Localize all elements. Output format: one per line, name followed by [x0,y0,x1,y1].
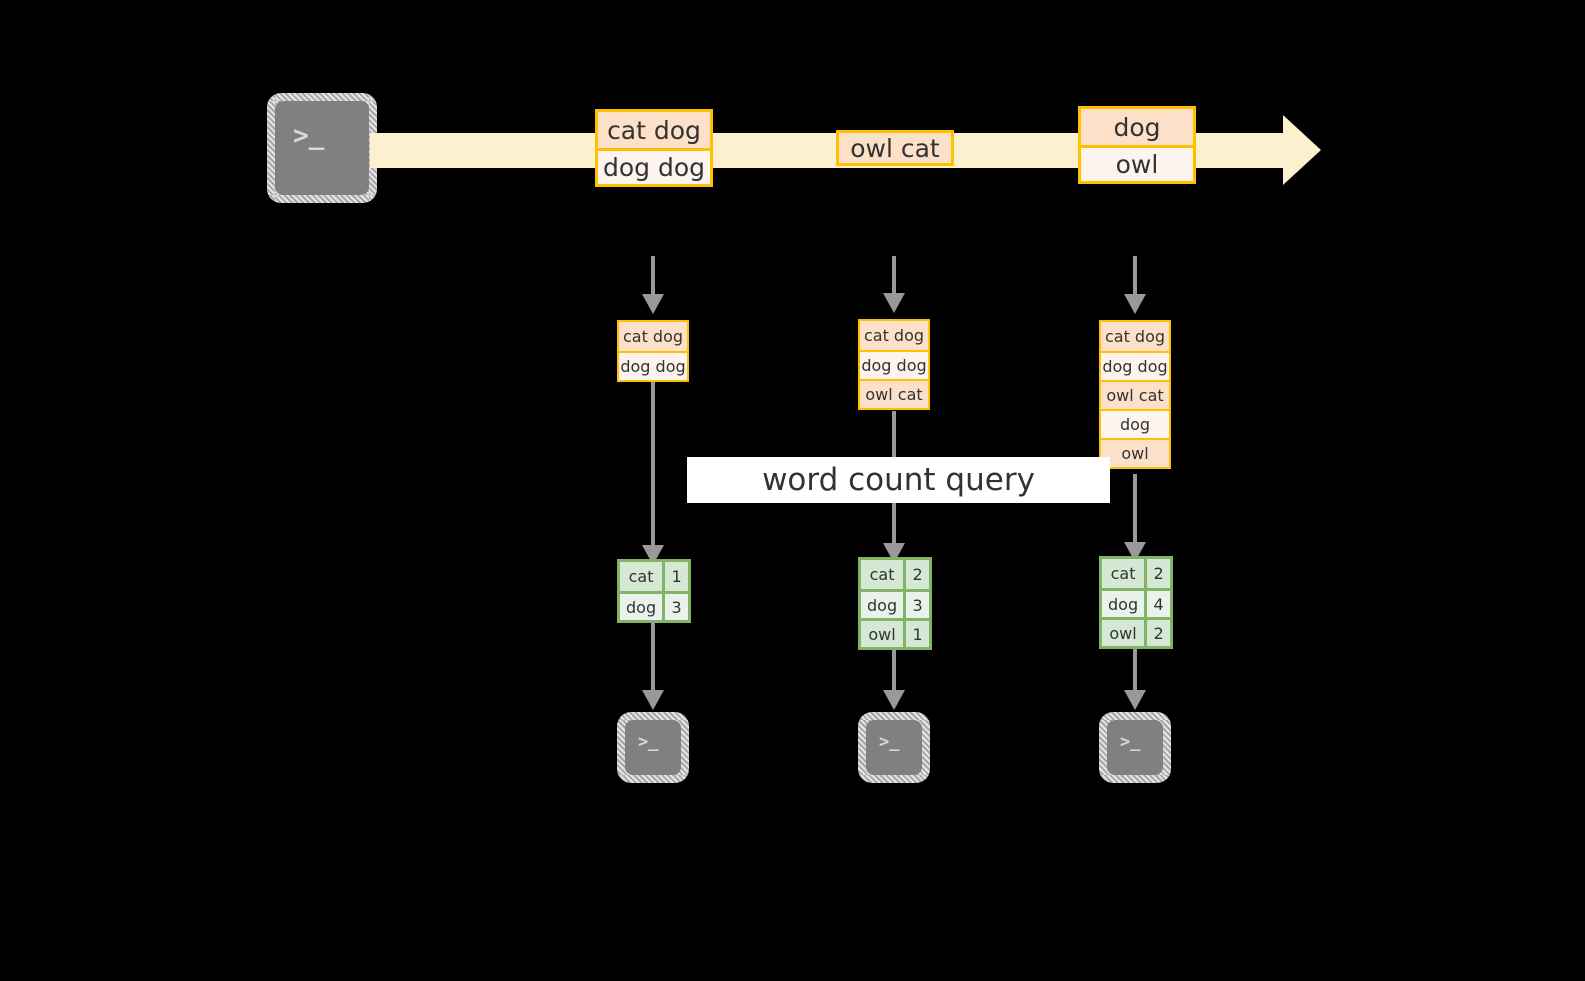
accumulated-row: dog dog [619,351,687,380]
result-count: 1 [903,621,929,647]
sink-terminal-icon-3[interactable]: >_ [1099,712,1171,783]
snapshot-tap-line-2 [892,256,896,296]
snapshot-tap-arrowhead-2 [883,293,905,313]
result-table-2[interactable]: cat 2 dog 3 owl 1 [858,557,932,650]
terminal-screen [866,720,922,775]
snapshot-tap-line-1 [651,256,655,296]
accumulated-row: owl [1101,438,1169,467]
result-count: 1 [662,562,688,591]
terminal-prompt-label: >_ [293,121,325,151]
sink-flow-arrowhead-3 [1124,690,1146,710]
terminal-screen [275,101,369,195]
result-row: owl 2 [1102,617,1170,646]
stream-message-line: dog dog [598,148,710,184]
message-stream-arrow-head [1283,115,1321,185]
terminal-prompt-label: >_ [879,732,900,752]
result-count: 2 [1144,620,1170,646]
terminal-screen [625,720,681,775]
result-word: cat [620,562,663,591]
accumulated-row: cat dog [619,322,687,351]
sink-flow-arrowhead-1 [642,690,664,710]
accumulated-table-2[interactable]: cat dog dog dog owl cat [858,319,930,410]
stream-message-line: owl [1081,145,1193,181]
accumulated-row: dog [1101,409,1169,438]
result-word: owl [861,621,904,647]
sink-flow-arrowhead-2 [883,690,905,710]
result-table-1[interactable]: cat 1 dog 3 [617,559,691,623]
snapshot-tap-line-3 [1133,256,1137,296]
accumulated-row: dog dog [1101,351,1169,380]
accumulated-row: dog dog [860,350,928,379]
result-count: 3 [662,594,688,620]
result-table-3[interactable]: cat 2 dog 4 owl 2 [1099,556,1173,649]
stream-message-1[interactable]: cat dog dog dog [595,109,713,187]
result-word: cat [861,560,904,589]
stream-message-3[interactable]: dog owl [1078,106,1196,184]
snapshot-tap-arrowhead-3 [1124,294,1146,314]
result-word: dog [620,594,663,620]
result-word: cat [1102,559,1145,588]
sink-flow-line-2 [892,650,896,695]
stream-message-2[interactable]: owl cat [836,130,954,166]
stream-message-line: dog [1081,109,1193,145]
result-row: dog 3 [620,591,688,620]
accumulated-row: cat dog [1101,322,1169,351]
stream-message-line: cat dog [598,112,710,148]
sink-terminal-icon-1[interactable]: >_ [617,712,689,783]
result-row: owl 1 [861,618,929,647]
result-row: dog 4 [1102,588,1170,617]
query-label-text: word count query [762,462,1035,498]
result-word: dog [861,592,904,618]
result-count: 2 [903,560,929,589]
result-word: dog [1102,591,1145,617]
result-row: cat 2 [861,560,929,589]
accumulated-row: cat dog [860,321,928,350]
result-row: cat 1 [620,562,688,591]
accumulated-table-1[interactable]: cat dog dog dog [617,320,689,382]
accumulated-row: owl cat [1101,380,1169,409]
result-count: 4 [1144,591,1170,617]
sink-terminal-icon-2[interactable]: >_ [858,712,930,783]
terminal-screen [1107,720,1163,775]
sink-flow-line-3 [1133,649,1137,695]
stream-message-line: owl cat [839,133,951,163]
query-label: word count query [687,457,1110,503]
query-flow-line-3 [1133,474,1137,552]
terminal-prompt-label: >_ [638,732,659,752]
accumulated-table-3[interactable]: cat dog dog dog owl cat dog owl [1099,320,1171,469]
result-count: 2 [1144,559,1170,588]
result-count: 3 [903,592,929,618]
sink-flow-line-1 [651,620,655,695]
result-word: owl [1102,620,1145,646]
result-row: dog 3 [861,589,929,618]
source-terminal-icon[interactable]: >_ [267,93,377,203]
result-row: cat 2 [1102,559,1170,588]
terminal-prompt-label: >_ [1120,732,1141,752]
accumulated-row: owl cat [860,379,928,408]
query-flow-line-1 [651,382,655,552]
snapshot-tap-arrowhead-1 [642,294,664,314]
